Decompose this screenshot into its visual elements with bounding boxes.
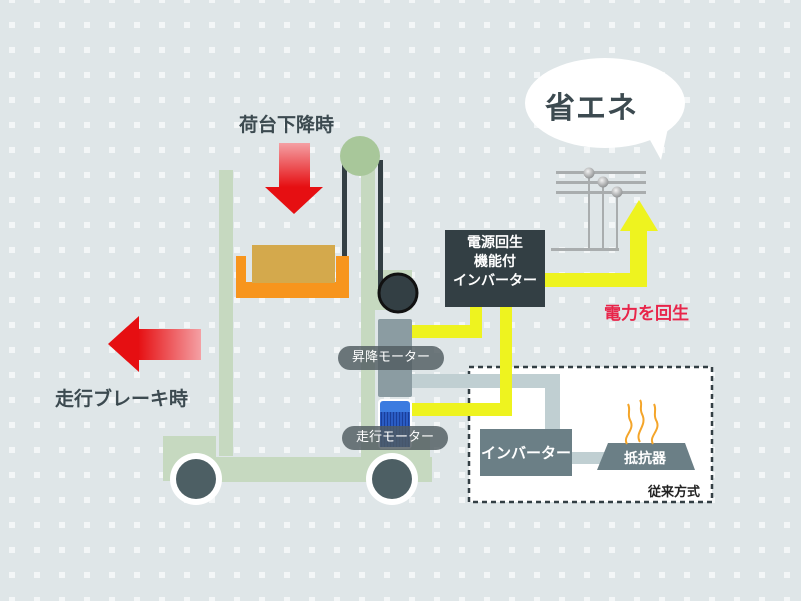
upper-pulley — [340, 136, 380, 176]
pallet — [236, 256, 349, 298]
down-arrow-icon — [265, 143, 323, 214]
front-wheel — [170, 453, 222, 505]
braking-label: 走行ブレーキ時 — [55, 388, 189, 410]
lift-chain — [342, 160, 383, 288]
travel-motor-label: 走行モーター — [342, 426, 449, 450]
cargo — [252, 245, 335, 283]
rear-wheel — [366, 453, 418, 505]
conventional-wiring — [410, 374, 610, 464]
energy-saving-title: 省エネ — [545, 91, 638, 126]
resistor-shape — [597, 443, 695, 470]
regen-inverter-line-3: インバーター — [453, 273, 537, 289]
motor-power-lines — [412, 305, 512, 416]
lowering-label: 荷台下降時 — [239, 114, 335, 136]
regen-power-line — [545, 200, 658, 287]
regen-inverter-box: 電源回生 機能付 インバーター — [445, 230, 545, 307]
power-grid-icon — [551, 167, 646, 251]
regen-inverter-line-1: 電源回生 — [467, 235, 523, 251]
regen-power-label: 電力を回生 — [604, 304, 689, 324]
heat-icon — [624, 399, 659, 445]
resistor-label: 抵抗器 — [624, 451, 666, 467]
conventional-method-label: 従来方式 — [648, 485, 701, 500]
lift-motor-label: 昇降モーター — [338, 346, 445, 370]
hoist-drum — [377, 272, 419, 314]
regen-inverter-line-2: 機能付 — [474, 254, 516, 270]
speech-bubble — [525, 58, 685, 160]
conventional-inverter-box: インバーター — [480, 429, 572, 476]
left-arrow-icon — [108, 316, 201, 372]
